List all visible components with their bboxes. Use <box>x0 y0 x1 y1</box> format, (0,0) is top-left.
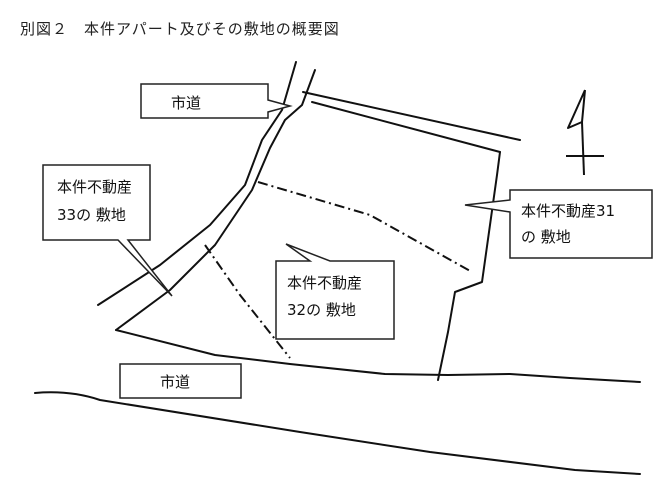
lot32-label-line1: 本件不動産 <box>287 274 362 292</box>
lot33-label-line1: 本件不動産 <box>57 178 132 196</box>
page-title: 別図２ 本件アパート及びその敷地の概要図 <box>20 20 340 38</box>
lot-division-line-lower <box>204 244 291 359</box>
lot33-callout: 本件不動産 33の 敷地 <box>42 164 173 297</box>
lot32-callout: 本件不動産 32の 敷地 <box>275 243 395 340</box>
property-bottom-boundary <box>115 329 641 383</box>
road-top-edge-upper <box>302 91 521 141</box>
lot31-callout: 本件不動産31 の 敷地 <box>464 189 653 259</box>
lot-division-line-upper <box>257 181 473 273</box>
road-top-label: 市道 <box>171 94 201 112</box>
road-top-edge-lower <box>311 101 501 153</box>
road-bottom-callout: 市道 <box>119 363 242 399</box>
lot33-label-line2: 33の 敷地 <box>57 206 126 224</box>
road-bottom-edge <box>34 391 641 475</box>
road-top-callout: 市道 <box>140 83 293 119</box>
lot32-label-line2: 32の 敷地 <box>287 301 356 319</box>
road-bottom-label: 市道 <box>160 373 190 391</box>
road-left-edge-inner <box>115 69 316 331</box>
road-left-edge-outer <box>97 61 297 306</box>
lot31-label-line2: の 敷地 <box>521 228 571 246</box>
property-boundary <box>437 151 501 381</box>
north-arrow-icon <box>566 89 604 176</box>
lot31-label-line1: 本件不動産31 <box>521 202 615 220</box>
